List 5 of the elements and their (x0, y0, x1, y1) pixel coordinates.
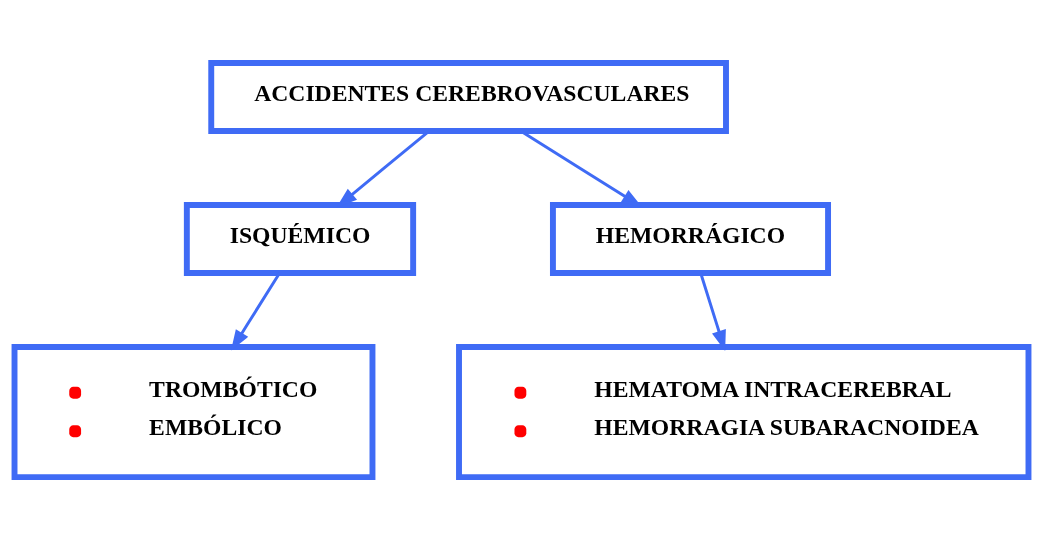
node-box: ISQUÉMICO (183, 201, 417, 276)
node-box: HEMATOMA INTRACEREBRAL HEMORRAGIA SUBARACNOIDEA (456, 343, 1032, 480)
node-box: HEMORRÁGICO (549, 201, 831, 276)
node-box: ACCIDENTES CEREBROVASCULARES (208, 59, 729, 134)
node-box: TROMBÓTICO EMBÓLICO (11, 343, 376, 480)
